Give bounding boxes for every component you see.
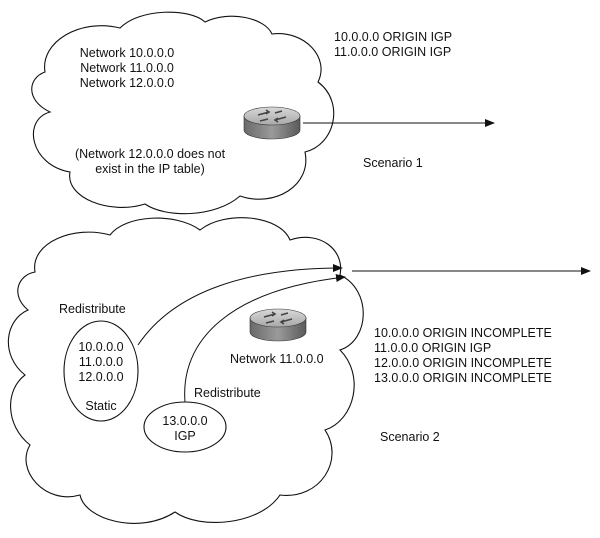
scenario1-advertised-routes: 10.0.0.0 ORIGIN IGP 11.0.0.0 ORIGIN IGP	[334, 30, 452, 60]
static-label: Static	[85, 399, 117, 413]
igp-routes-list: 13.0.0.0 IGP	[150, 414, 220, 444]
scenario2-label: Scenario 2	[380, 430, 440, 444]
route-entry: 11.0.0.0 ORIGIN IGP	[334, 45, 452, 59]
scenario1-networks: Network 10.0.0.0 Network 11.0.0.0 Networ…	[62, 46, 192, 91]
scenario1-cloud	[31, 11, 335, 215]
note-line: (Network 12.0.0.0 does not	[74, 147, 226, 161]
igp-route: 13.0.0.0	[162, 414, 208, 428]
route-entry: 10.0.0.0 ORIGIN IGP	[334, 30, 453, 44]
static-route: 10.0.0.0	[78, 340, 124, 354]
igp-label: IGP	[174, 429, 196, 443]
network-label: Network 10.0.0.0	[79, 46, 175, 60]
scenario2-advertised-routes: 10.0.0.0 ORIGIN INCOMPLETE 11.0.0.0 ORIG…	[374, 326, 552, 386]
scenario2-cloud	[7, 217, 364, 524]
route-entry: 11.0.0.0 ORIGIN IGP	[374, 341, 492, 355]
router2-network-label: Network 11.0.0.0	[230, 352, 324, 366]
scenario1-note: (Network 12.0.0.0 does not exist in the …	[60, 147, 240, 177]
router-icon	[243, 106, 301, 140]
static-routes-list: 10.0.0.0 11.0.0.0 12.0.0.0 Static	[66, 340, 136, 414]
redistribute-static-arrow	[137, 264, 343, 346]
router-icon	[249, 308, 307, 342]
network-label: Network 11.0.0.0	[80, 61, 174, 75]
note-line: exist in the IP table)	[95, 162, 205, 176]
static-route: 12.0.0.0	[78, 370, 124, 384]
network-label: Network 12.0.0.0	[79, 76, 175, 90]
scenario1-label: Scenario 1	[363, 156, 423, 170]
redistribute-igp-arrow	[184, 274, 346, 403]
static-routes-ellipse	[63, 320, 139, 422]
route-entry: 10.0.0.0 ORIGIN INCOMPLETE	[374, 326, 552, 340]
static-route: 11.0.0.0	[78, 355, 124, 369]
redistribute-label-top: Redistribute	[59, 302, 126, 316]
route-entry: 12.0.0.0 ORIGIN INCOMPLETE	[374, 356, 552, 370]
route-entry: 13.0.0.0 ORIGIN INCOMPLETE	[374, 371, 552, 385]
redistribute-label-bottom: Redistribute	[194, 386, 261, 400]
